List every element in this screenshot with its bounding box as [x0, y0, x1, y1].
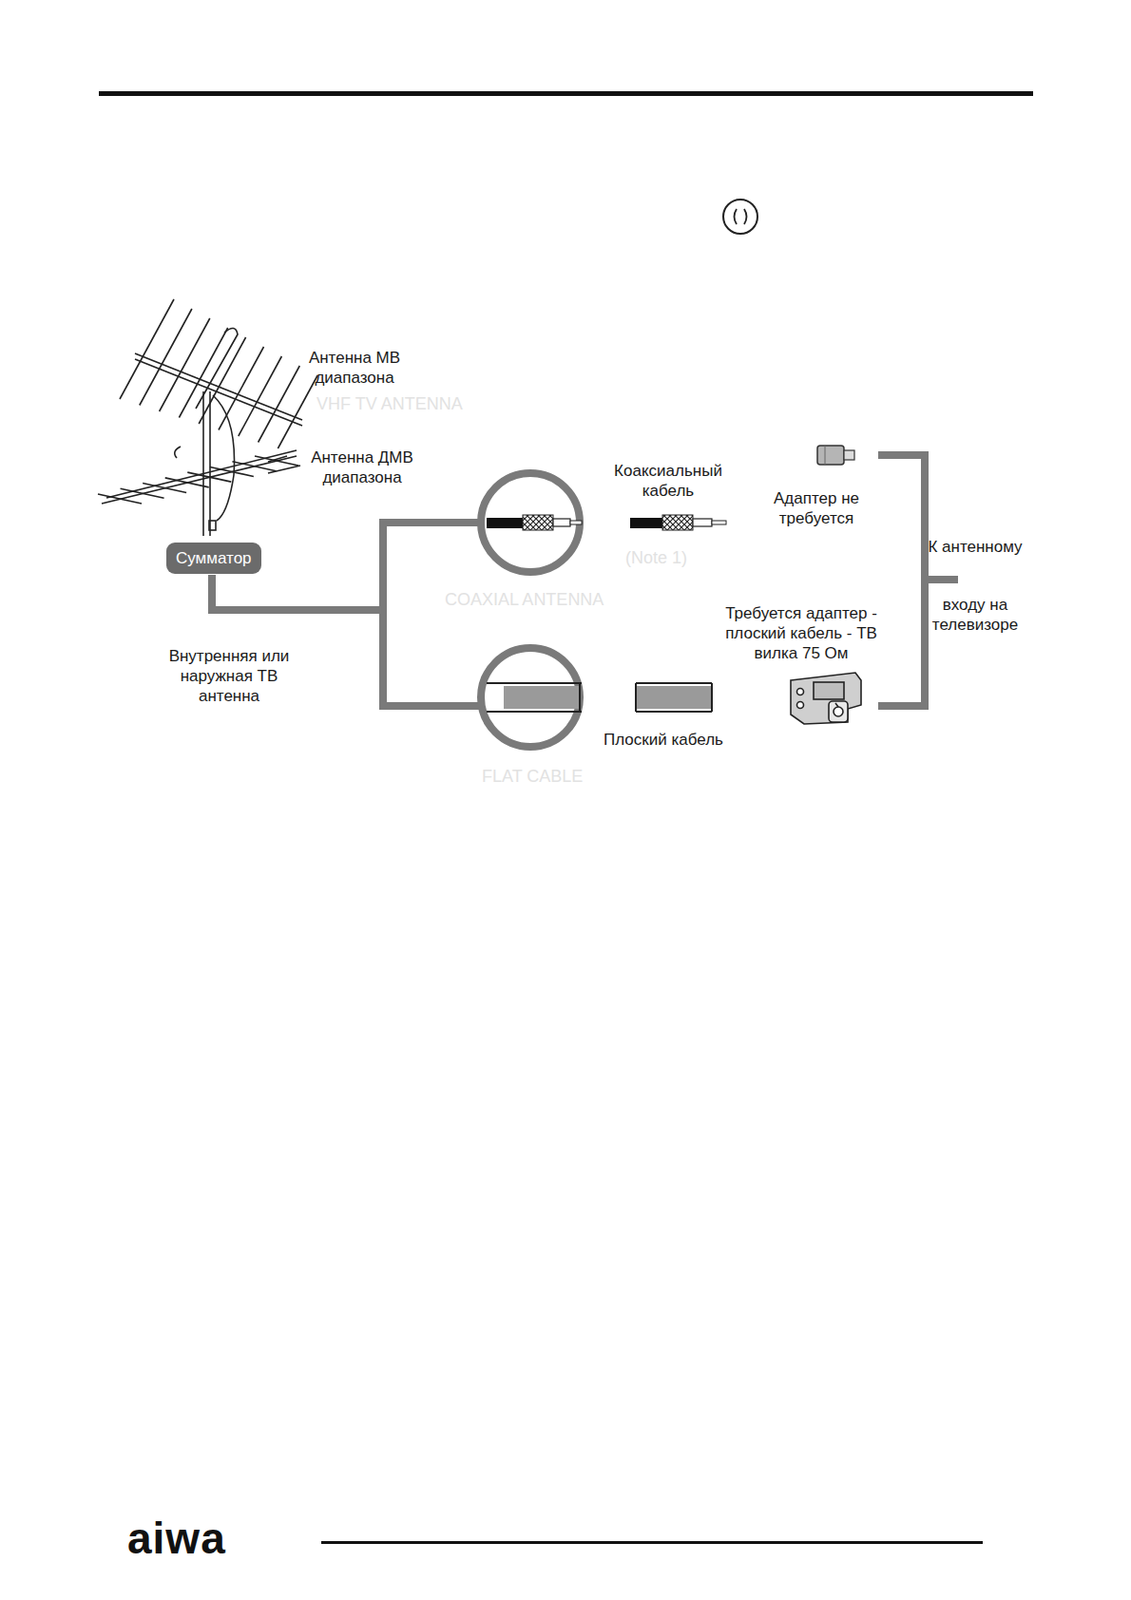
node-text: Сумматор	[175, 548, 252, 569]
combiner-box: Сумматор	[166, 542, 262, 575]
adapter-label: Адаптер не требуется	[760, 488, 873, 529]
antenna-label: Антенна МВ диапазона	[295, 347, 415, 388]
watermark: VHF TV ANTENNA	[316, 393, 463, 415]
adapter-label: Требуется адаптер - плоский кабель - ТВ …	[709, 603, 895, 664]
cable-label: Коаксиальный кабель	[601, 460, 735, 501]
watermark: FLAT CABLE	[481, 766, 583, 787]
brand-logo: aiwa	[127, 1514, 227, 1563]
input-label: входу на телевизоре	[929, 594, 1021, 635]
input-label: К антенному	[927, 536, 1022, 557]
cable-label: Плоский кабель	[603, 729, 724, 750]
watermark: COAXIAL ANTENNA	[444, 589, 604, 611]
antenna-label: Антенна ДМВ диапазона	[298, 447, 427, 488]
antenna-label: Внутренняя или наружная ТВ антенна	[160, 646, 299, 707]
watermark: (Note 1)	[625, 547, 688, 569]
